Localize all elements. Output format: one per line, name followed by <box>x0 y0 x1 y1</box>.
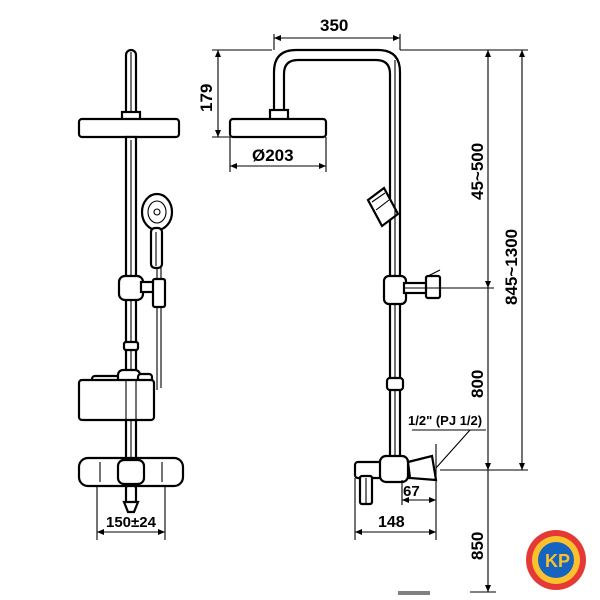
dim-850 <box>470 470 496 593</box>
kp-logo: KP <box>526 530 586 590</box>
side-hand-shower <box>366 186 400 228</box>
front-view: 150±24 <box>77 48 185 540</box>
dim-800 <box>440 288 494 471</box>
thread-leader <box>412 429 486 469</box>
dim-67 <box>401 480 437 505</box>
dim-45-500 <box>400 49 494 289</box>
logo-text: KP <box>545 551 570 571</box>
bar-height-label: 800 <box>468 370 487 398</box>
floor-height-label: 850 <box>468 532 487 560</box>
front-shelf <box>77 378 156 422</box>
valve-spacing-label: 150±24 <box>106 514 157 531</box>
dim-148 <box>354 478 437 540</box>
top-width-label: 350 <box>320 16 348 35</box>
side-overhead-arm <box>272 48 402 290</box>
thread-note-label: 1/2" (PJ 1/2) <box>408 413 482 428</box>
head-diameter-label: Ø203 <box>252 146 294 165</box>
mixer-depth-label: 148 <box>378 514 405 531</box>
side-shower-head <box>228 117 328 139</box>
side-mixer <box>353 454 438 506</box>
logo-center <box>538 542 574 578</box>
head-drop-label: 179 <box>197 84 216 112</box>
front-slider-bracket <box>117 274 167 309</box>
overall-range-label: 845~1300 <box>502 229 521 305</box>
dim-203 <box>229 137 327 172</box>
head-adjust-label: 45~500 <box>468 143 487 200</box>
floor-mark <box>398 591 430 595</box>
spout-offset-label: 67 <box>403 483 420 500</box>
dim-179 <box>212 49 272 138</box>
front-shower-head <box>77 117 181 139</box>
side-slider-bracket <box>382 269 442 306</box>
dim-845-1300 <box>494 49 528 471</box>
front-mixer <box>77 456 185 514</box>
front-hand-shower <box>140 192 174 270</box>
side-view: 350 179 Ø203 45~500 <box>197 16 528 595</box>
dim-350 <box>273 34 401 50</box>
front-valve-dimension <box>96 486 166 540</box>
